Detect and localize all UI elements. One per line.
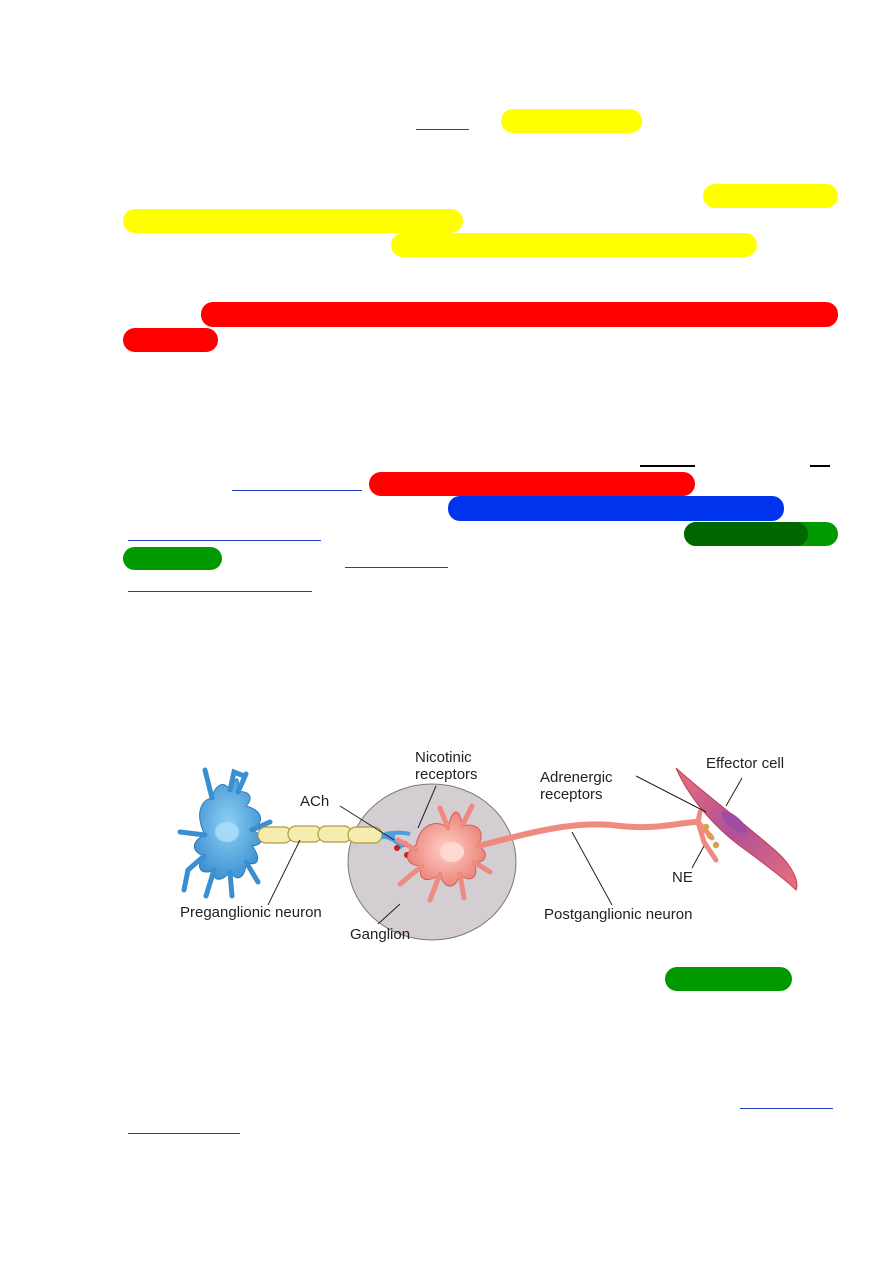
link-underline-1[interactable]: [416, 129, 469, 130]
label-ne: NE: [672, 869, 693, 886]
preganglionic-neuron-body: [177, 767, 273, 899]
underline-black-1: [640, 465, 695, 467]
ne-vesicle: [712, 841, 720, 849]
highlight-yellow-2: [703, 184, 838, 208]
highlight-yellow-3: [123, 209, 463, 233]
ach-vesicle: [394, 845, 400, 851]
postganglionic-neuron-body: [395, 803, 719, 903]
highlight-red-3: [369, 472, 695, 496]
highlight-blue-1: [448, 496, 784, 521]
effector-nucleus: [721, 810, 747, 834]
highlight-green-3: [665, 967, 792, 991]
ne-vesicle: [706, 832, 714, 840]
link-underline-5[interactable]: [128, 591, 312, 592]
link-underline-2[interactable]: [232, 490, 362, 491]
highlight-red-2: [123, 328, 218, 352]
label-postganglionic-neuron: Postganglionic neuron: [544, 906, 693, 923]
label-effector-cell: Effector cell: [706, 755, 785, 772]
link-underline-6[interactable]: [740, 1108, 833, 1109]
label-nicotinic-receptors: Nicotinic receptors: [415, 749, 478, 783]
highlight-green-2: [123, 547, 222, 570]
label-ach: ACh: [300, 793, 330, 810]
label-ganglion: Ganglion: [350, 926, 411, 943]
underline-black-2: [810, 465, 830, 467]
myelin-sheath: [255, 825, 411, 850]
link-underline-4[interactable]: [345, 567, 448, 568]
highlight-yellow-1: [501, 109, 642, 133]
highlight-dark-green-1: [684, 522, 808, 546]
link-underline-3[interactable]: [128, 540, 321, 541]
highlight-red-1: [201, 302, 838, 327]
label-preganglionic-neuron: Preganglionic neuron: [180, 904, 322, 921]
link-underline-7[interactable]: [128, 1133, 240, 1134]
label-adrenergic-receptors: Adrenergic receptors: [540, 769, 613, 803]
highlight-yellow-4: [391, 233, 757, 257]
ne-vesicle: [702, 823, 710, 831]
